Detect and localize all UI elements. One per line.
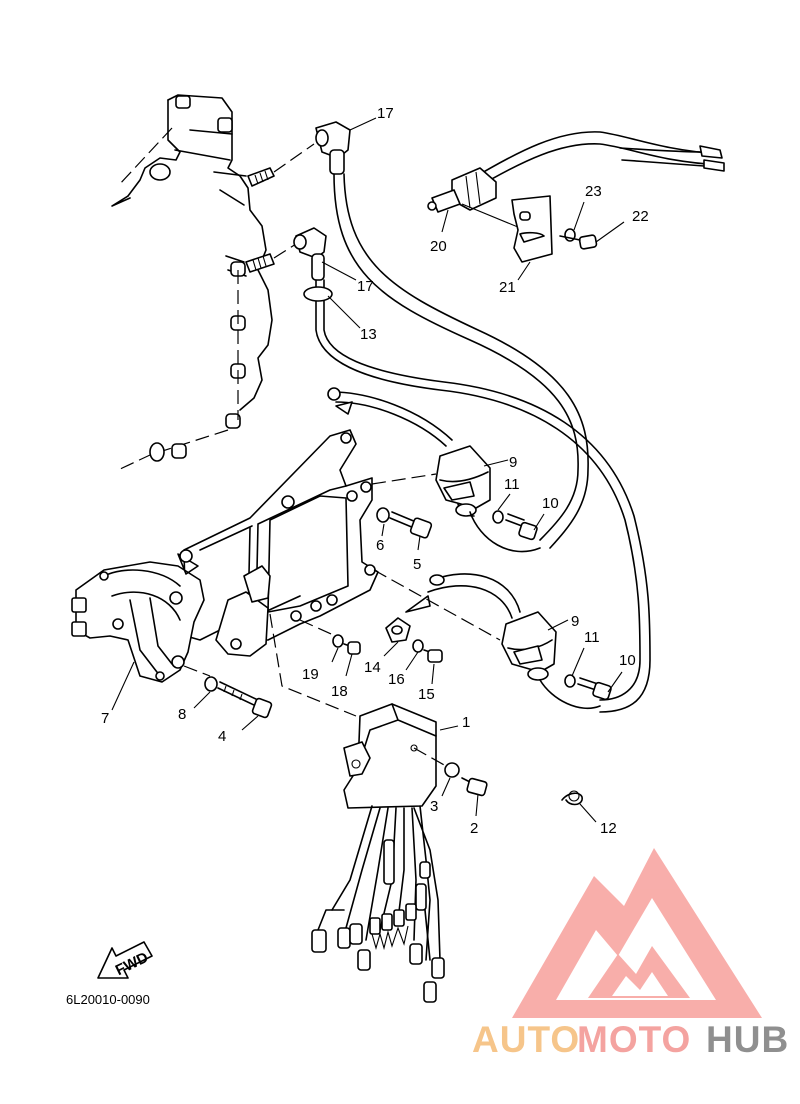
washer-11-lower	[564, 674, 576, 688]
callout-1: 1	[462, 714, 470, 731]
bolt-10-upper	[505, 513, 538, 541]
washer-11-upper	[492, 510, 504, 524]
watermark-text: AUTO MOTO HUB	[472, 1019, 789, 1060]
ht-lead-upper	[333, 173, 589, 549]
washer-3	[444, 762, 460, 778]
callout-14: 14	[364, 659, 381, 676]
callout-8: 8	[178, 706, 186, 723]
plug-cap-upper	[315, 121, 351, 175]
watermark-moto: MOTO	[577, 1019, 691, 1060]
bolt-10-lower	[577, 677, 612, 701]
plug-cap-lower	[293, 227, 327, 281]
watermark-hub: HUB	[706, 1019, 789, 1060]
callout-23: 23	[585, 183, 602, 200]
callout-2: 2	[470, 820, 478, 837]
callout-11-lower: 11	[584, 629, 600, 646]
washer-19	[332, 634, 344, 648]
washer-8	[204, 676, 218, 692]
cdi-wiring-harness	[311, 805, 445, 1003]
watermark-auto: AUTO	[472, 1019, 580, 1060]
callout-10-lower: 10	[619, 652, 636, 669]
callout-22: 22	[632, 208, 649, 225]
callout-15: 15	[418, 686, 435, 703]
fwd-arrow-icon: FWD	[97, 941, 153, 979]
callout-16: 16	[388, 671, 405, 688]
callout-11-upper: 11	[504, 476, 520, 493]
watermark-logo-icon	[512, 848, 762, 1018]
callout-10-upper: 10	[542, 495, 559, 512]
bolt-5	[389, 511, 433, 539]
bolt-7	[217, 681, 273, 719]
callout-21: 21	[499, 279, 516, 296]
callout-5: 5	[413, 556, 421, 573]
clip-12	[561, 790, 583, 806]
stop-switch	[427, 131, 725, 233]
callout-3: 3	[430, 798, 438, 815]
washer-16	[412, 639, 424, 653]
callout-18: 18	[331, 683, 348, 700]
callout-4: 7	[101, 710, 109, 727]
callouts: 17 17 13 23 22 20 21 9 11 10 6 5 9 11 10…	[101, 105, 649, 837]
ignition-coil-lower	[405, 573, 601, 710]
callout-13: 13	[360, 326, 377, 343]
screw-18	[343, 641, 361, 655]
callout-9-upper: 9	[509, 454, 517, 471]
grommet-13	[303, 286, 333, 302]
ht-lead-lower	[303, 279, 651, 713]
clamp-14	[385, 617, 411, 643]
ignition-coil-upper	[327, 387, 541, 553]
callout-17-lower: 17	[357, 278, 374, 295]
screw-2	[461, 777, 488, 797]
callout-6: 6	[376, 537, 384, 554]
stator-bracket-4	[71, 525, 253, 683]
callout-12: 12	[600, 820, 617, 837]
diagram-code: 6L20010-0090	[66, 992, 150, 1007]
spark-plug-upper	[247, 167, 275, 187]
screw-22	[559, 234, 598, 250]
leader-lines	[111, 117, 625, 823]
callout-7: 4	[218, 728, 226, 745]
screw-15	[423, 649, 443, 663]
callout-19: 19	[302, 666, 319, 683]
callout-17-upper: 17	[377, 105, 394, 122]
engine-block-outline	[111, 94, 315, 471]
washer-6	[376, 507, 390, 523]
spark-plug-lower	[245, 253, 275, 273]
ignition-base-bracket	[183, 429, 501, 717]
callout-20: 20	[430, 238, 447, 255]
cdi-unit	[343, 703, 447, 809]
bracket-21	[511, 195, 553, 263]
callout-9-lower: 9	[571, 613, 579, 630]
